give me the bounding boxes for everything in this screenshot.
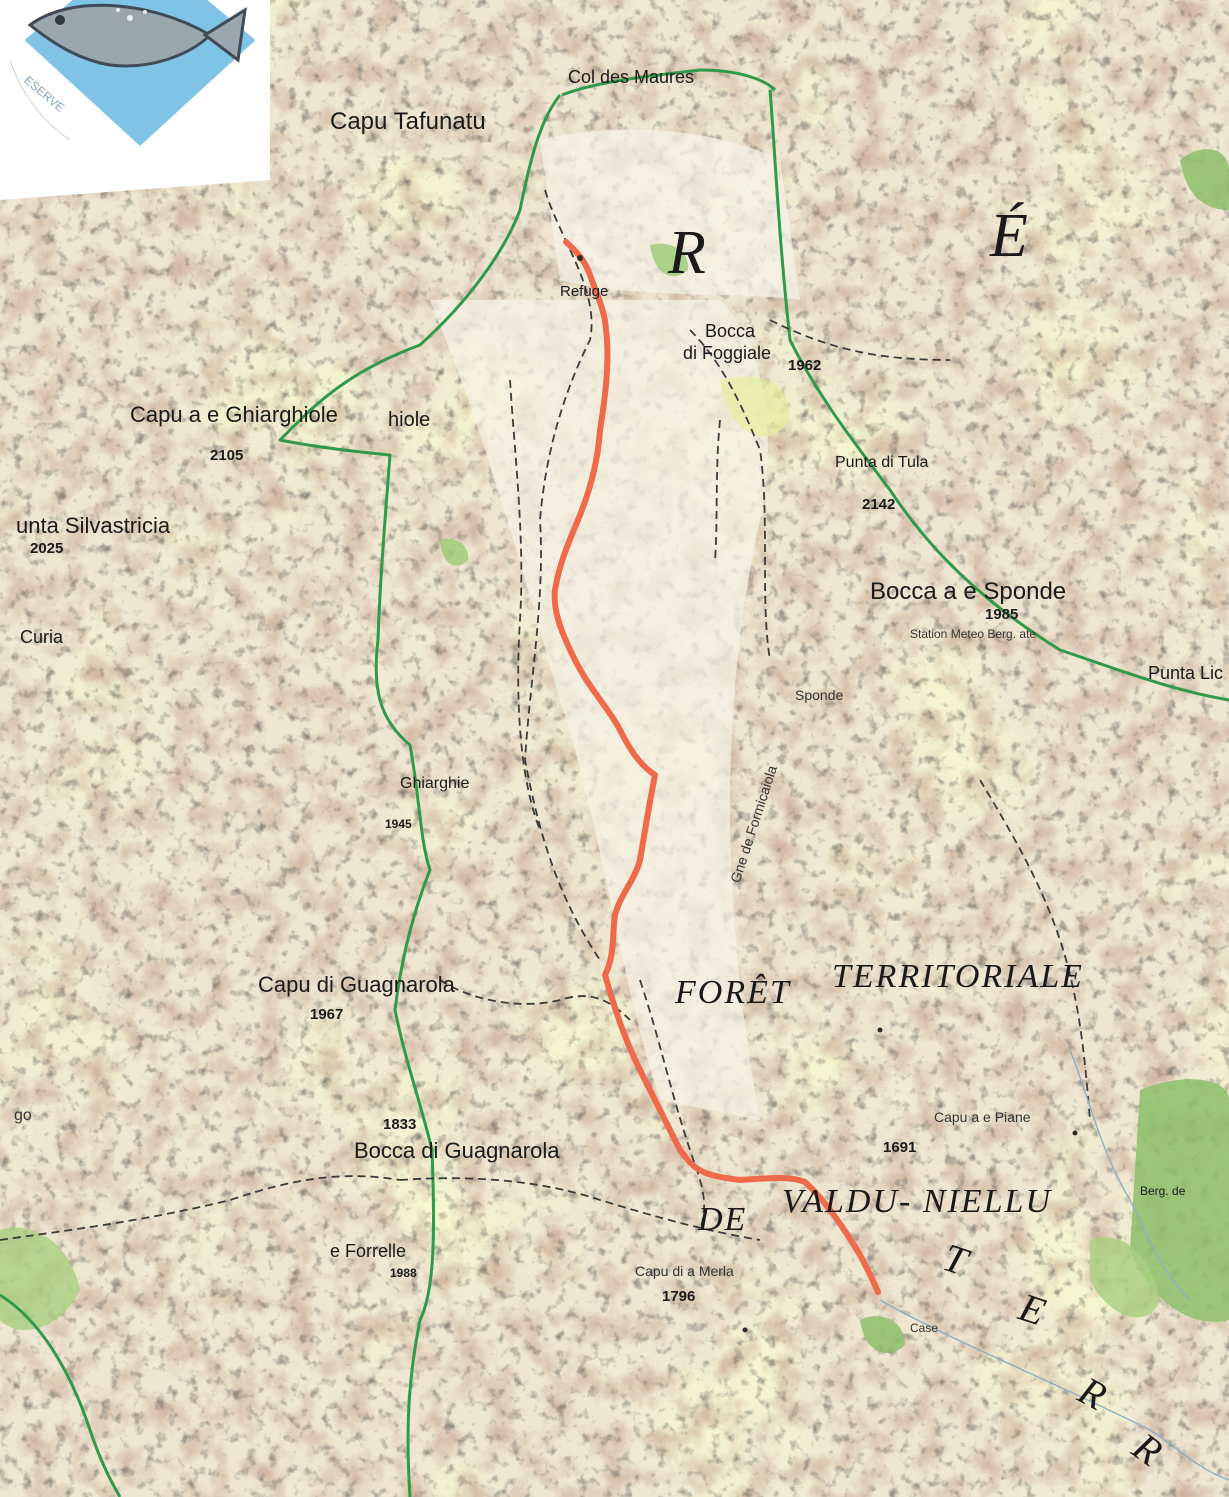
label-e-forrelle: e Forrelle <box>330 1241 407 1261</box>
elev-1985: 1985 <box>985 606 1019 623</box>
label-hiole: hiole <box>388 409 431 431</box>
label-col-des-maures: Col des Maures <box>568 67 695 87</box>
label-capu-ghjarghjole: Capu a e Ghiarghiole <box>130 402 338 427</box>
elev-1691: 1691 <box>883 1139 917 1156</box>
label-punta-tula: Punta di Tula <box>835 454 929 471</box>
label-punta-silvastricia: unta Silvastricia <box>16 513 171 538</box>
elev-2105: 2105 <box>210 447 244 464</box>
elev-1967: 1967 <box>310 1006 344 1023</box>
elev-1796: 1796 <box>662 1288 696 1305</box>
label-station-meteo: Station Meteo Berg. ate <box>910 627 1037 641</box>
streams <box>879 1049 1229 1481</box>
point-markers <box>577 255 1078 1333</box>
elev-1962: 1962 <box>788 357 822 374</box>
label-region-letter-e: É <box>990 202 1030 270</box>
label-territoriale: TERRITORIALE <box>832 958 1084 995</box>
label-di-foggiale: di Foggiale <box>683 343 772 363</box>
label-punta-lic: Punta Lic <box>1148 663 1224 683</box>
elev-1988: 1988 <box>390 1266 417 1280</box>
elev-2025: 2025 <box>30 540 64 557</box>
elev-1945: 1945 <box>385 817 412 831</box>
label-capu-piane: Capu a e Piane <box>934 1109 1031 1125</box>
elev-2142: 2142 <box>862 496 896 513</box>
forest-patch <box>1130 1079 1229 1322</box>
label-bocca-sponde: Bocca a e Sponde <box>870 578 1067 605</box>
valley-area <box>430 300 768 1120</box>
fish-icon <box>27 3 213 68</box>
label-berg-de: Berg. de <box>1140 1184 1186 1198</box>
label-foret: FORÊT <box>675 974 791 1011</box>
reserve-logo <box>0 0 270 180</box>
label-region-letter-r: R <box>668 219 708 287</box>
label-bocca-guagnarola: Bocca di Guagnarola <box>354 1138 560 1163</box>
label-curia: Curia <box>20 627 64 647</box>
hiking-trail <box>551 239 881 1295</box>
label-de: DE <box>698 1201 748 1238</box>
elev-1833: 1833 <box>383 1116 417 1133</box>
label-refuge: Refuge <box>560 283 609 300</box>
label-case: Case <box>910 1321 939 1335</box>
label-bocca: Bocca <box>705 321 756 341</box>
footpaths <box>0 189 1091 1241</box>
label-valdu-niellu: VALDU- NIELLU <box>782 1183 1052 1220</box>
label-go: go <box>14 1107 32 1124</box>
label-capu-merla: Capu di a Merla <box>635 1263 734 1279</box>
label-capu-tafunatu: Capu Tafunatu <box>330 108 486 135</box>
label-sponde: Sponde <box>795 687 844 703</box>
label-ghjarghie: Ghiarghie <box>400 775 470 792</box>
boundary-lines <box>0 68 1229 1497</box>
label-capu-guagnarola: Capu di Guagnarola <box>258 972 455 997</box>
